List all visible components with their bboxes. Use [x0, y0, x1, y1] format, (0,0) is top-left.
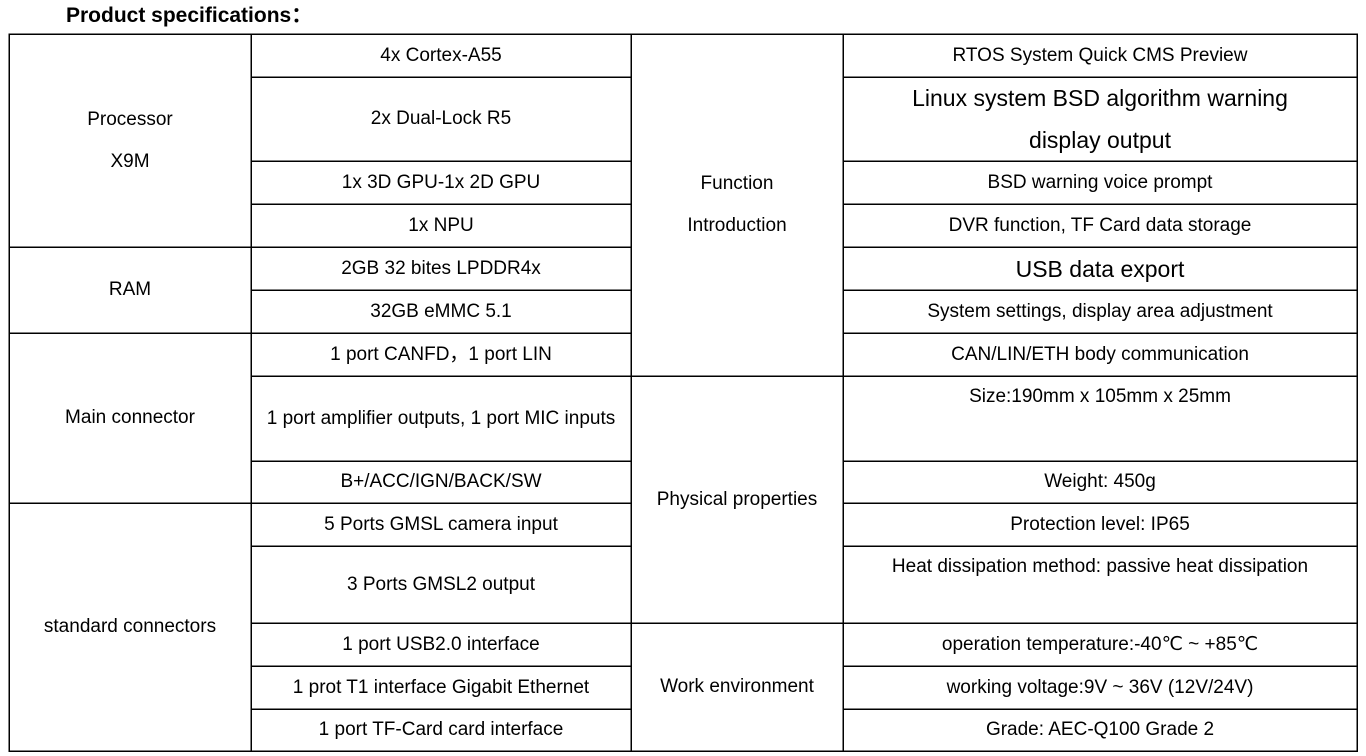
- spec-lpddr: 2GB 32 bites LPDDR4x: [341, 257, 541, 279]
- spec-dual-lock: 2x Dual-Lock R5: [370, 108, 512, 129]
- spec-amplifier: 1 port amplifier outputs, 1 port MIC inp…: [266, 407, 616, 429]
- spec-temperature: operation temperature:-40℃ ~ +85℃: [941, 633, 1259, 655]
- spec-weight: Weight: 450g: [1044, 471, 1156, 492]
- spec-can-eth: CAN/LIN/ETH body communication: [951, 343, 1249, 365]
- spec-size: Size:190mm x 105mm x 25mm: [969, 386, 1231, 407]
- group-main-connector: Main connector: [65, 407, 195, 428]
- group-processor: Processor X9M: [87, 108, 173, 172]
- spec-tf: 1 port TF-Card card interface: [318, 719, 564, 740]
- spec-ethernet: 1 prot T1 interface Gigabit Ethernet: [292, 676, 590, 698]
- spec-usb-export: USB data export: [1015, 255, 1185, 282]
- spec-emmc: 32GB eMMC 5.1: [370, 300, 512, 322]
- group-function: Function Introduction: [687, 173, 787, 236]
- page-title: Product specifications：: [66, 4, 313, 27]
- spec-voice: BSD warning voice prompt: [987, 171, 1213, 193]
- spec-rtos: RTOS System Quick CMS Preview: [952, 44, 1248, 66]
- group-ram: RAM: [108, 279, 152, 300]
- spec-settings: System settings, display area adjustment: [927, 300, 1273, 322]
- group-standard-connectors: standard connectors: [43, 616, 217, 637]
- spec-voltage: working voltage:9V ~ 36V (12V/24V): [946, 676, 1254, 698]
- spec-gmsl-out: 3 Ports GMSL2 output: [347, 573, 535, 595]
- spec-linux: Linux system BSD algorithm warning displ…: [912, 85, 1288, 153]
- spec-gmsl-in: 5 Ports GMSL camera input: [324, 513, 558, 535]
- spec-npu: 1x NPU: [408, 214, 474, 236]
- spec-power: B+/ACC/IGN/BACK/SW: [340, 471, 542, 492]
- spec-canfd: 1 port CANFD，1 port LIN: [330, 343, 552, 365]
- group-physical: Physical properties: [656, 488, 818, 510]
- group-work: Work environment: [660, 676, 814, 697]
- spec-dvr: DVR function, TF Card data storage: [948, 214, 1252, 236]
- spec-grade: Grade: AEC-Q100 Grade 2: [985, 719, 1215, 740]
- spec-heat: Heat dissipation method: passive heat di…: [891, 556, 1309, 577]
- spec-usb: 1 port USB2.0 interface: [342, 633, 540, 655]
- spec-gpu: 1x 3D GPU-1x 2D GPU: [341, 171, 541, 193]
- spec-protection: Protection level: IP65: [1010, 513, 1190, 535]
- spec-cortex: 4x Cortex-A55: [380, 44, 502, 66]
